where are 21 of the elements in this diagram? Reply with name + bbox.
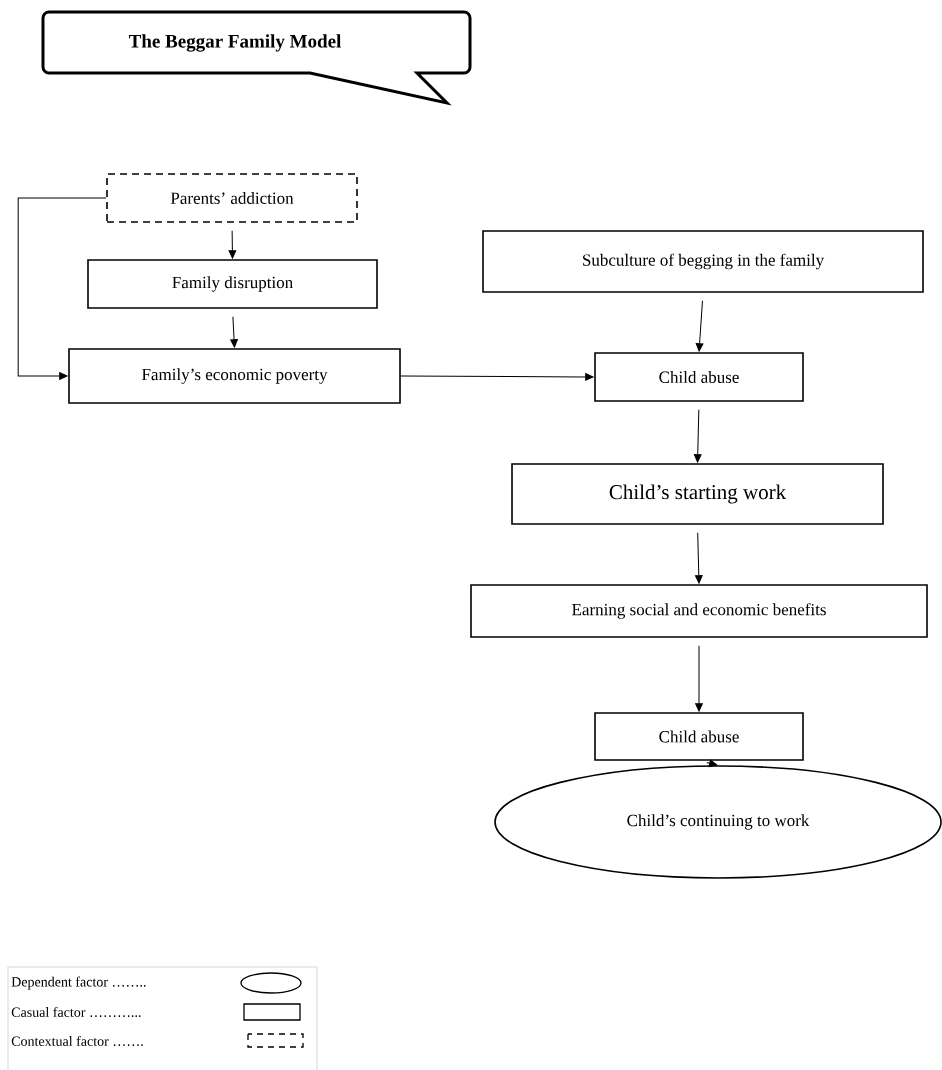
causal-factor-box: Family’s economic poverty: [68, 348, 401, 404]
arrow: [695, 300, 704, 352]
title: The Beggar Family Model: [128, 34, 342, 52]
arrow: [400, 373, 594, 381]
arrow: [695, 645, 703, 712]
legend-label: Contextual factor …….: [11, 1035, 143, 1047]
legend-label: Casual factor ………...: [11, 1006, 141, 1018]
causal-factor-box: Earning social and economic benefits: [470, 584, 928, 638]
causal-factor-box: Child’s starting work: [511, 463, 884, 525]
arrow: [693, 409, 702, 463]
causal-factor-box: Family disruption: [87, 259, 378, 309]
contextual-factor-box: Parents’ addiction: [106, 173, 358, 223]
arrow: [17, 197, 107, 380]
legend-label: Dependent factor ……..: [11, 976, 146, 990]
arrow: [706, 759, 718, 768]
arrow: [694, 532, 703, 584]
arrow: [228, 230, 237, 259]
causal-factor-box: Child abuse: [594, 352, 804, 402]
causal-factor-box: Subculture of begging in the family: [482, 230, 924, 293]
causal-factor-box: Child abuse: [594, 712, 804, 761]
arrow: [230, 316, 238, 348]
